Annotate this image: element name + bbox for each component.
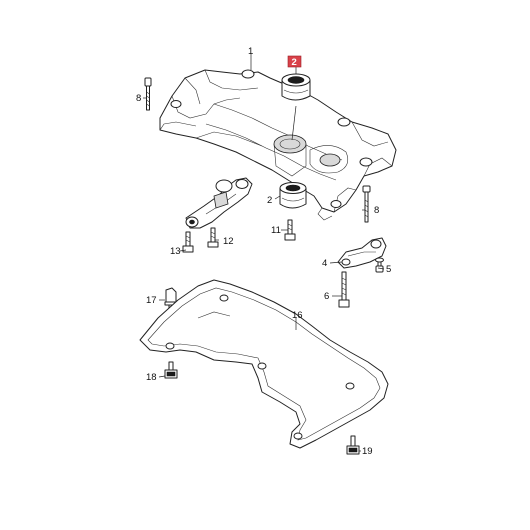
callout-11: 11 — [271, 225, 281, 236]
callout-13: 13 — [170, 246, 181, 257]
callout-2-highlight[interactable]: 2 — [287, 55, 302, 68]
bolt-5[interactable] — [375, 257, 384, 273]
callout-17: 17 — [146, 295, 157, 306]
bolt-12[interactable] — [207, 227, 219, 248]
callout-6: 6 — [324, 291, 329, 302]
mount-bushing-upper[interactable] — [281, 73, 311, 101]
callout-12: 12 — [223, 236, 234, 247]
bolt-8-left[interactable] — [144, 77, 152, 111]
callout-8-right: 8 — [374, 205, 379, 216]
callout-19: 19 — [362, 446, 373, 457]
bolt-6[interactable] — [338, 271, 350, 308]
leader-lines — [143, 54, 385, 452]
callout-8-left: 8 — [136, 93, 141, 104]
callout-1: 1 — [248, 46, 253, 57]
callout-16: 16 — [292, 310, 303, 321]
callout-labels: 1 2 2 8 8 11 12 13 4 5 6 17 16 18 19 — [136, 46, 391, 457]
mount-bushing-lower[interactable] — [279, 182, 307, 209]
callout-4: 4 — [322, 258, 327, 269]
bolt-19[interactable] — [346, 435, 360, 455]
callout-2-highlight-text: 2 — [292, 57, 297, 68]
bolt-11[interactable] — [284, 219, 296, 241]
callout-5: 5 — [386, 264, 391, 275]
bolt-13[interactable] — [182, 231, 194, 253]
callout-2: 2 — [267, 195, 272, 206]
subframe[interactable] — [159, 69, 397, 221]
underbody-cover-panel[interactable] — [139, 279, 389, 449]
torque-support-arm[interactable] — [185, 177, 253, 229]
bolt-18[interactable] — [164, 361, 178, 379]
bolt-8-right[interactable] — [362, 185, 371, 223]
callout-18: 18 — [146, 372, 157, 383]
mounting-bracket[interactable] — [337, 237, 387, 269]
